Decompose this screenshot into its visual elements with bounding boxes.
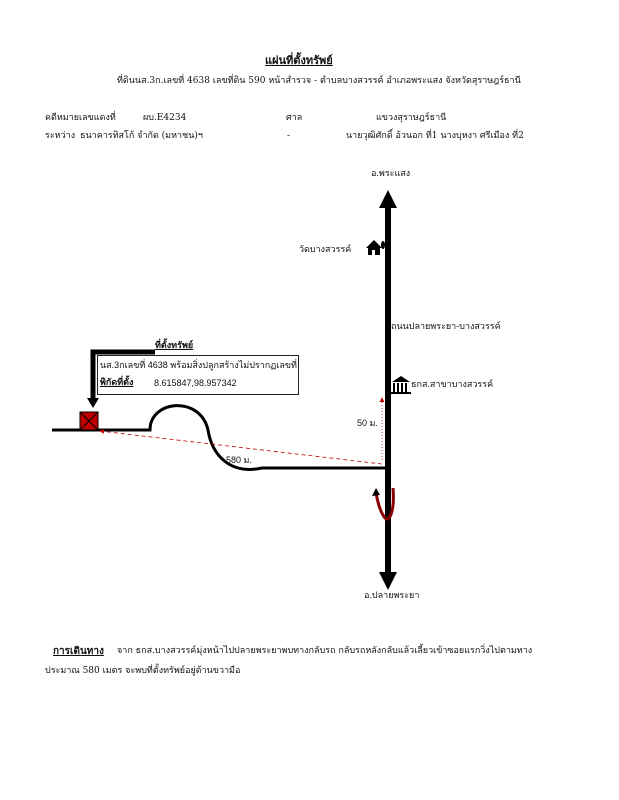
side-road bbox=[52, 404, 386, 471]
court-label: ศาล bbox=[286, 113, 303, 123]
dash: - bbox=[287, 131, 291, 141]
south-arrow-icon bbox=[379, 572, 397, 590]
temple-icon bbox=[366, 240, 385, 255]
main-road bbox=[385, 205, 391, 575]
north-destination-label: อ.พระแสง bbox=[371, 168, 411, 178]
case-label: คดีหมายเลขแดงที่ bbox=[45, 113, 116, 123]
callout-line bbox=[90, 349, 155, 400]
case-number: ผบ.E4234 bbox=[143, 113, 187, 123]
property-description: นส.3กเลขที่ 4638 พร้อมสิ่งปลูกสร้างไม่ปร… bbox=[100, 360, 297, 370]
court-name: แขวงสุราษฎร์ธานี bbox=[376, 113, 447, 123]
distance-line-580 bbox=[99, 429, 383, 465]
page-title: แผ่นที่ตั้งทรัพย์ bbox=[265, 54, 333, 67]
distance-50-label: 50 ม. bbox=[357, 418, 378, 428]
distance-580-label: 580 ม. bbox=[226, 455, 252, 465]
coordinates-label: พิกัดที่ตั้ง bbox=[100, 378, 134, 388]
temple-label: วัดบางสวรรค์ bbox=[299, 244, 352, 254]
bank-label: ธกส.สาขาบางสวรรค์ bbox=[411, 379, 494, 389]
property-marker-icon bbox=[79, 411, 99, 431]
plaintiff: ธนาคารทิสโก้ จำกัด (มหาชน)ฯ bbox=[80, 131, 203, 141]
defendants: นายวุฒิศักดิ์ อ้วนอก ที่1 นางบุหงา ศรีเม… bbox=[346, 131, 524, 141]
directions-line-1: จาก ธกส.บางสวรรค์มุ่งหน้าไปปลายพระยาพบทา… bbox=[117, 646, 533, 656]
property-heading: ที่ตั้งทรัพย์ bbox=[155, 341, 194, 351]
callout-arrow-icon bbox=[87, 398, 99, 408]
u-turn-icon bbox=[374, 487, 395, 521]
north-arrow-icon bbox=[379, 190, 397, 208]
between-label: ระหว่าง bbox=[45, 131, 76, 141]
page-subtitle: ที่ดินนส.3ก.เลขที่ 4638 เลขที่ดิน 590 หน… bbox=[117, 76, 521, 86]
south-destination-label: อ.ปลายพระยา bbox=[364, 590, 420, 600]
road-label: ถนนปลายพระยา-บางสวรรค์ bbox=[391, 321, 501, 331]
directions-line-2: ประมาณ 580 เมตร จะพบที่ตั้งทรัพย์อยู่ด้า… bbox=[45, 666, 241, 676]
property-info-box: นส.3กเลขที่ 4638 พร้อมสิ่งปลูกสร้างไม่ปร… bbox=[97, 355, 299, 395]
coordinates-value: 8.615847,98.957342 bbox=[154, 378, 237, 388]
bank-icon bbox=[391, 376, 411, 394]
directions-label: การเดินทาง bbox=[53, 646, 104, 657]
